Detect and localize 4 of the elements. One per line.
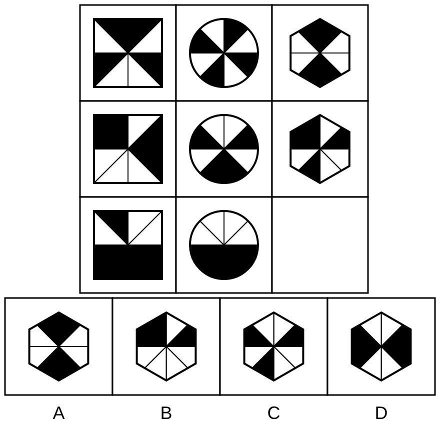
option-letter: A (52, 402, 66, 424)
option-letter: D (374, 402, 389, 424)
option-letter: C (266, 402, 282, 424)
option-letter: B (159, 402, 174, 424)
